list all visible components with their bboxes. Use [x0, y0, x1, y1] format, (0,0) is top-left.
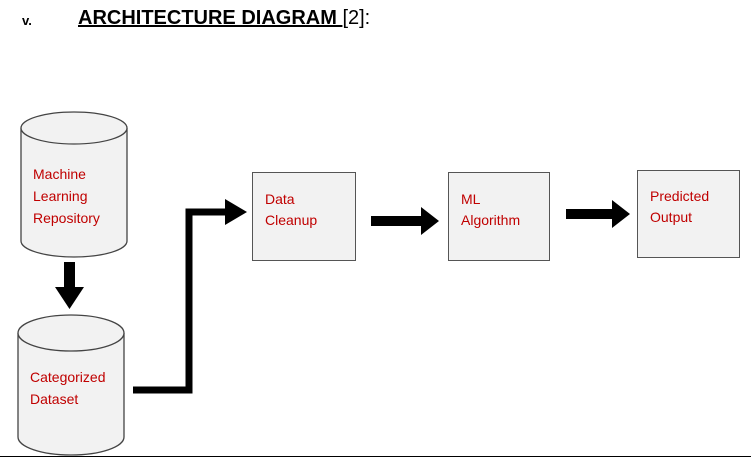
repository-label: Machine Learning Repository — [33, 166, 100, 226]
dataset-label: Categorized Dataset — [30, 369, 106, 407]
data-cleanup-box: Data Cleanup — [252, 172, 356, 261]
ml-algorithm-label: ML Algorithm — [461, 191, 521, 228]
repository-cylinder — [20, 111, 128, 258]
title-reference: [2]: — [342, 7, 371, 29]
ml-algorithm-box: ML Algorithm — [448, 172, 550, 261]
right-arrow-icon — [566, 200, 630, 228]
predicted-output-label: Predicted Output — [650, 188, 710, 225]
section-number: v. — [22, 13, 32, 28]
down-arrow-icon — [55, 262, 84, 309]
predicted-output-box: Predicted Output — [637, 170, 740, 258]
elbow-arrow-icon — [133, 199, 247, 394]
dataset-cylinder — [17, 314, 125, 456]
page-title: ARCHITECTURE DIAGRAM [2]: — [78, 7, 370, 30]
data-cleanup-label: Data Cleanup — [265, 191, 318, 228]
bottom-divider — [0, 456, 751, 457]
title-text: ARCHITECTURE DIAGRAM — [78, 7, 343, 29]
right-arrow-icon — [371, 207, 439, 235]
